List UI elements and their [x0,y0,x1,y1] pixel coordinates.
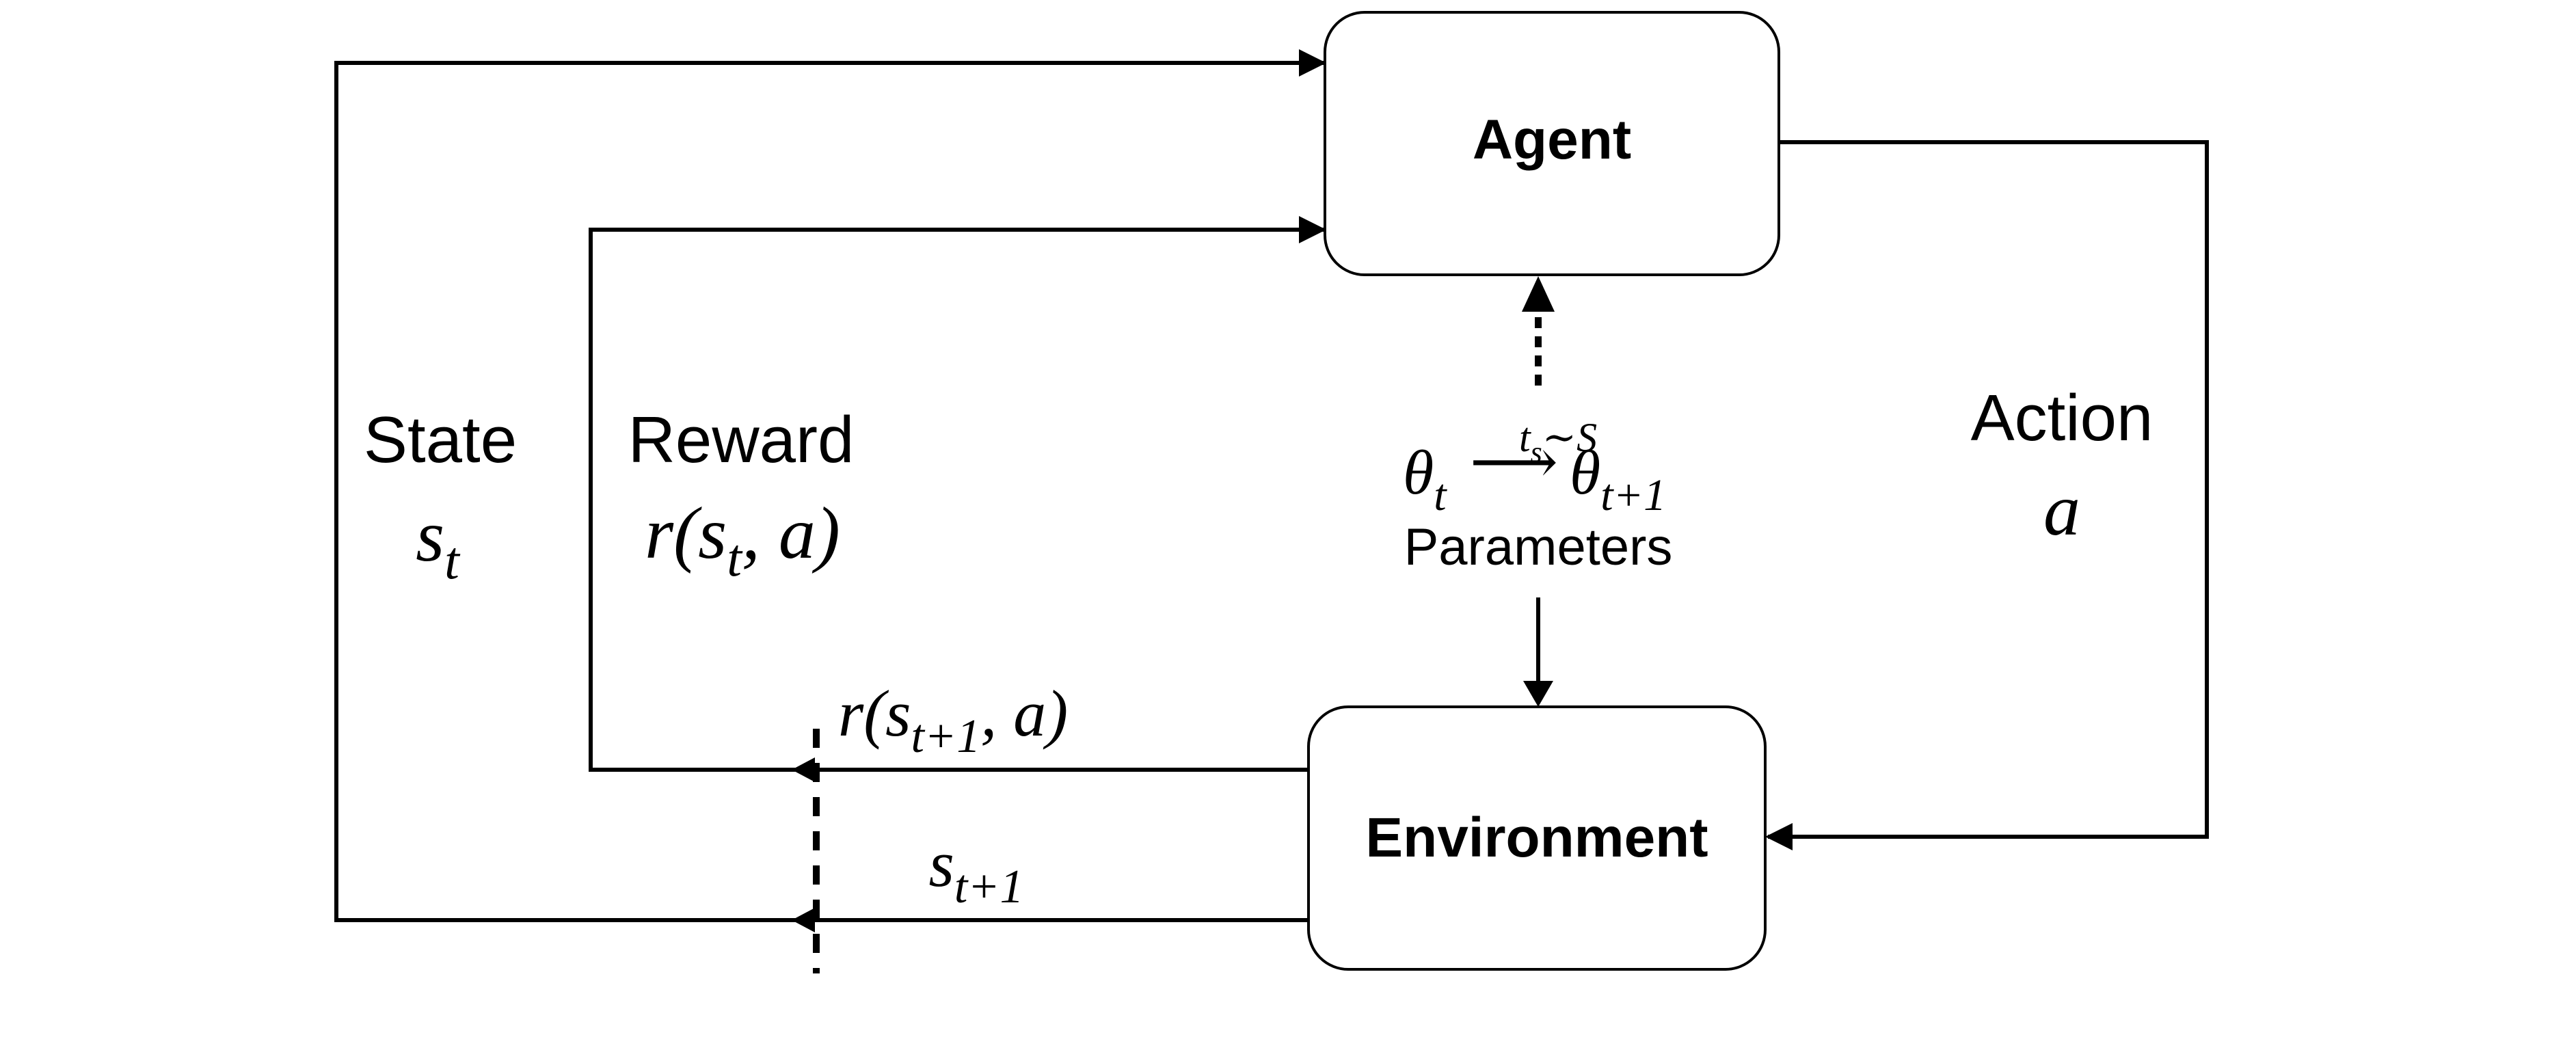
parameters-arrow: ⟶ [1470,429,1558,496]
reward-edge [589,216,1326,772]
parameters-to-symbol: θ [1570,438,1600,507]
parameters-from: θt [1403,438,1447,520]
agent-label: Agent [1473,109,1631,171]
next-state-symbol-subscript: t+1 [954,861,1024,913]
parameters-arrow-label-rest: ∼S [1542,415,1597,460]
reward-expression-subscript: t [727,528,743,587]
environment-node: Environment [1307,705,1767,971]
agent-node: Agent [1324,11,1780,276]
next-state-symbol: st+1 [928,827,1023,913]
parameters-from-subscript: t [1434,470,1447,520]
parameters-label: Parameters [1404,518,1673,576]
reward-expression: r(st, a) [645,493,840,587]
parameters-arrow-label-sub: s [1531,435,1542,469]
state-edge [334,49,1326,922]
reward-label: Reward [628,403,855,476]
action-label: Action [1971,381,2154,455]
environment-label: Environment [1365,807,1708,869]
next-reward-expression-suffix: , a) [980,677,1068,750]
action-edge [1765,140,2209,850]
parameters-to-subscript: t+1 [1600,470,1666,520]
next-state-symbol-base: s [928,827,954,900]
state-symbol-subscript: t [444,530,461,590]
parameters-from-symbol: θ [1403,438,1434,507]
parameters-arrow-label-t: t [1519,415,1531,460]
parameters-arrow-label: ts∼S [1519,415,1597,469]
next-reward-expression-subscript: t+1 [911,710,981,763]
next-reward-expression: r(st+1, a) [838,677,1068,763]
parameters-to: θt+1 [1570,438,1666,520]
parameters-to-agent-arrowhead [1522,276,1555,312]
next-state-arrowhead [792,908,815,932]
next-reward-arrowhead [792,757,815,782]
reward-expression-prefix: r(s [645,493,727,574]
next-reward-expression-prefix: r(s [838,677,911,750]
parameters-update: θt ⟶ ts∼S θt+1 Parameters [1403,415,1672,576]
state-symbol: st [416,496,461,590]
parameters-to-environment-arrowhead [1523,681,1553,707]
action-symbol: a [2043,470,2080,551]
state-label: State [364,403,517,476]
reward-expression-suffix: , a) [742,493,840,574]
state-symbol-base: s [416,496,444,577]
